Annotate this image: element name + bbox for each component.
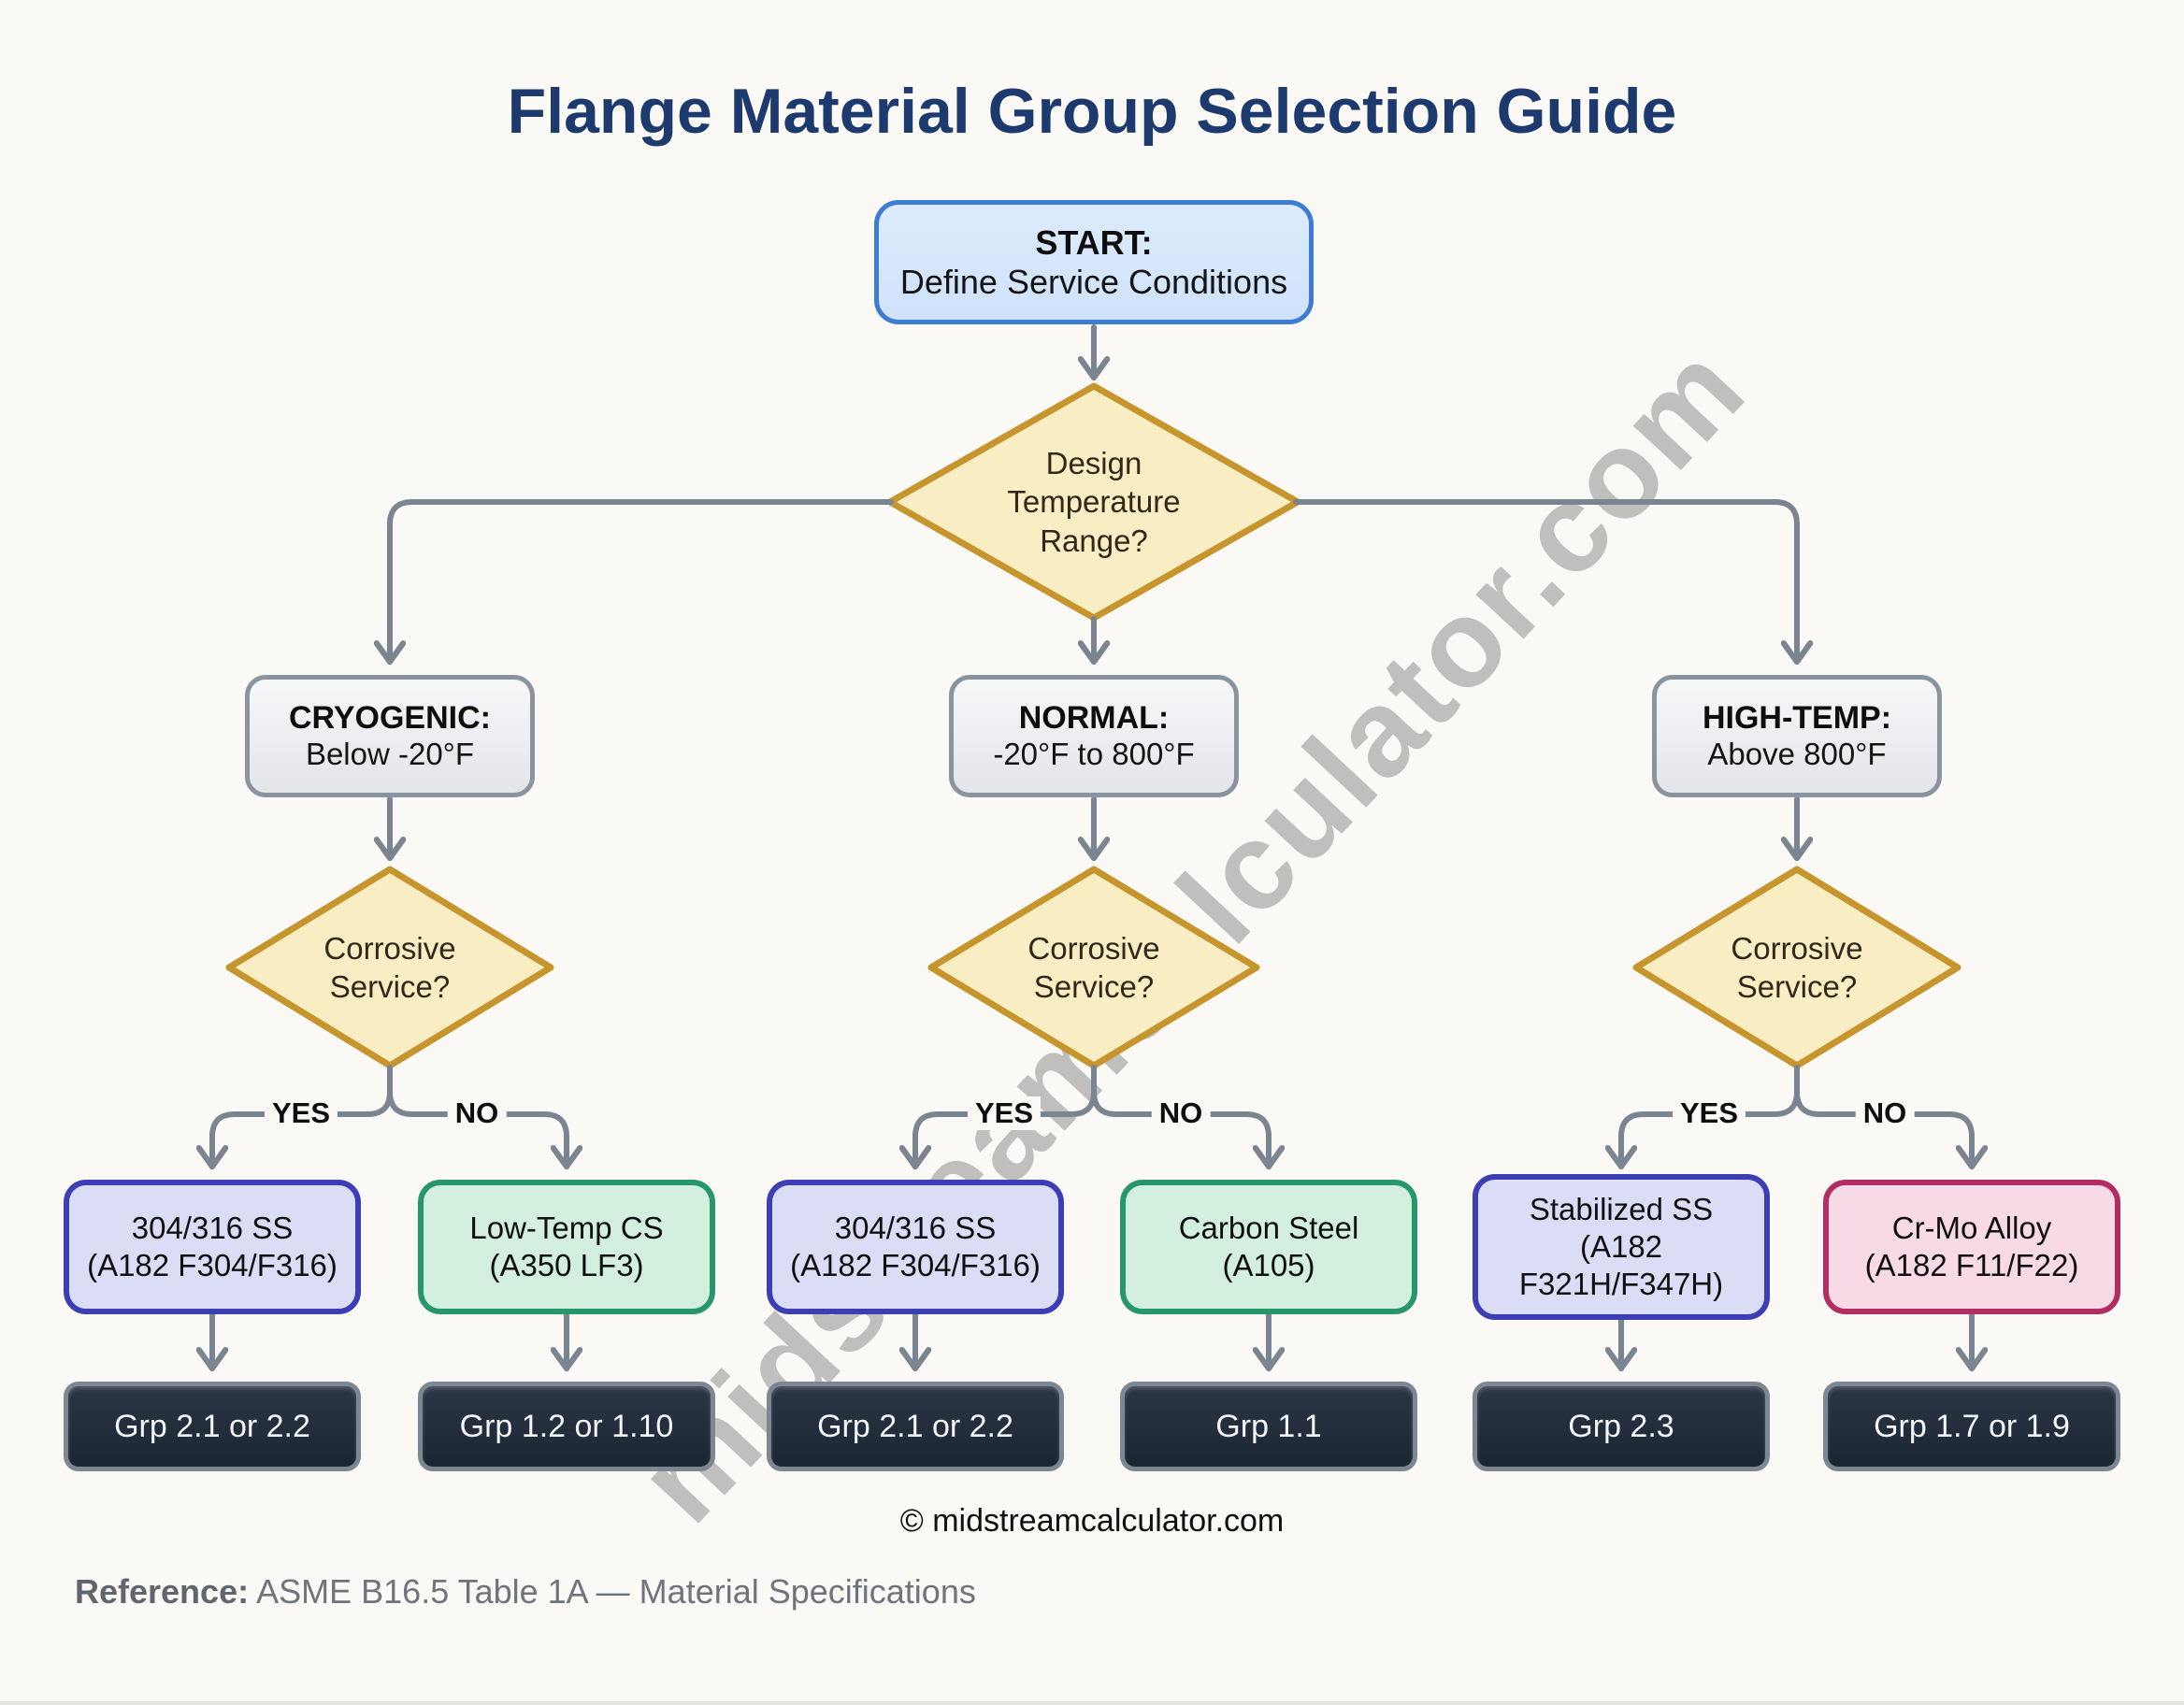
reference-text: Reference: ASME B16.5 Table 1A — Materia… [75, 1572, 976, 1612]
condition-node-cryogenic: CRYOGENIC: Below -20°F [245, 675, 535, 797]
material-spec: (A182 F11/F22) [1864, 1248, 2079, 1282]
condition-subtitle: -20°F to 800°F [993, 737, 1195, 771]
group-node-cryogenic-no: Grp 1.2 or 1.10 [418, 1382, 715, 1471]
material-node-hightemp-yes: Stabilized SS (A182 F321H/F347H) [1473, 1174, 1770, 1320]
material-name: Stabilized SS [1529, 1191, 1714, 1226]
material-node-normal-yes: 304/316 SS (A182 F304/F316) [767, 1180, 1064, 1314]
branch-label-no-hightemp: NO [1855, 1096, 1915, 1130]
corrosive-service-label-hightemp: Corrosive Service? [1731, 930, 1863, 1004]
reference-label: Reference: [75, 1572, 250, 1611]
group-node-hightemp-yes: Grp 2.3 [1473, 1382, 1770, 1471]
material-node-cryogenic-no: Low-Temp CS (A350 LF3) [418, 1180, 715, 1314]
corrosive-service-label-cryogenic: Corrosive Service? [323, 930, 456, 1004]
material-name: 304/316 SS [131, 1210, 294, 1245]
branch-label-yes-normal: YES [967, 1096, 1042, 1130]
copyright-text: © midstreamcalculator.com [899, 1503, 1285, 1539]
bottom-edge-line [0, 1701, 2184, 1705]
group-node-cryogenic-yes: Grp 2.1 or 2.2 [64, 1382, 361, 1471]
condition-title: HIGH-TEMP: [1702, 700, 1892, 736]
condition-subtitle: Below -20°F [305, 737, 475, 771]
condition-node-normal: NORMAL: -20°F to 800°F [949, 675, 1239, 797]
group-node-hightemp-no: Grp 1.7 or 1.9 [1823, 1382, 2120, 1471]
material-name: Carbon Steel [1178, 1210, 1359, 1245]
condition-node-hightemp: HIGH-TEMP: Above 800°F [1652, 675, 1942, 797]
connector-lines [212, 324, 1972, 1368]
condition-subtitle: Above 800°F [1707, 737, 1887, 771]
group-node-normal-yes: Grp 2.1 or 2.2 [767, 1382, 1064, 1471]
material-spec: (A182 F321H/F347H) [1518, 1228, 1724, 1302]
condition-title: CRYOGENIC: [289, 700, 491, 736]
decision-diamonds [225, 382, 1961, 1069]
start-node-title: START: [1035, 222, 1153, 262]
start-node: START: Define Service Conditions [874, 200, 1314, 324]
connector-root-to-hightemp [1293, 499, 1797, 662]
material-node-cryogenic-yes: 304/316 SS (A182 F304/F316) [64, 1180, 361, 1314]
material-spec: (A182 F304/F316) [87, 1248, 338, 1282]
condition-title: NORMAL: [1018, 700, 1170, 736]
branch-label-no-normal: NO [1151, 1096, 1211, 1130]
branch-label-yes-cryogenic: YES [264, 1096, 338, 1130]
material-spec: (A182 F304/F316) [790, 1248, 1041, 1282]
material-name: Cr-Mo Alloy [1891, 1210, 2052, 1245]
connector-root-to-cryogenic [390, 499, 894, 662]
material-spec: (A105) [1222, 1248, 1315, 1282]
material-node-hightemp-no: Cr-Mo Alloy (A182 F11/F22) [1823, 1180, 2120, 1314]
page-title: Flange Material Group Selection Guide [507, 76, 1677, 147]
material-node-normal-no: Carbon Steel (A105) [1120, 1180, 1417, 1314]
material-spec: (A350 LF3) [489, 1248, 644, 1282]
start-node-subtitle: Define Service Conditions [899, 262, 1288, 301]
material-name: Low-Temp CS [469, 1210, 664, 1245]
branch-label-yes-hightemp: YES [1672, 1096, 1746, 1130]
reference-value: ASME B16.5 Table 1A — Material Specifica… [249, 1572, 976, 1611]
group-node-normal-no: Grp 1.1 [1120, 1382, 1417, 1471]
corrosive-service-label-normal: Corrosive Service? [1027, 930, 1160, 1004]
branch-label-no-cryogenic: NO [447, 1096, 507, 1130]
design-temperature-label: Design Temperature Range? [1007, 446, 1181, 558]
material-name: 304/316 SS [834, 1210, 997, 1245]
